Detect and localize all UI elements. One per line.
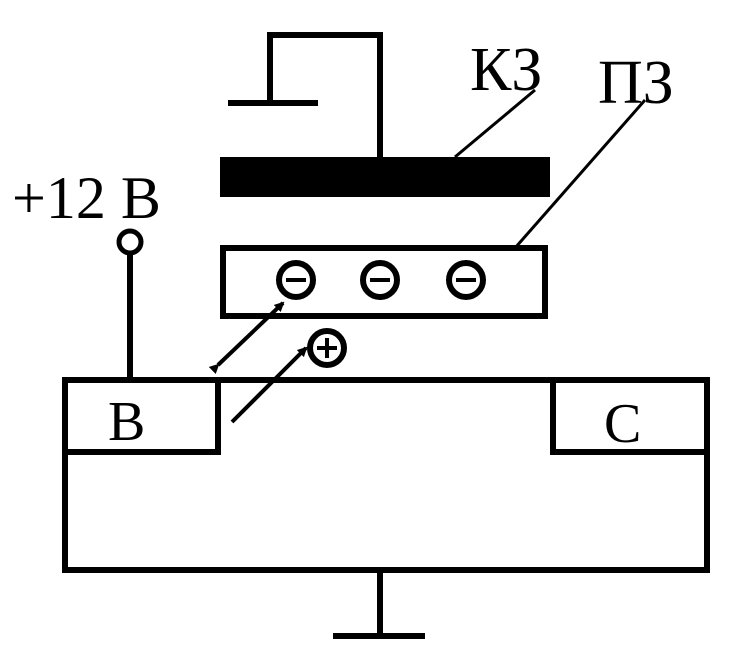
source-region	[65, 380, 221, 455]
electron-tunnel-arrow	[208, 301, 285, 375]
drain-region	[550, 380, 707, 455]
voltage-label: +12 В	[12, 165, 161, 231]
control-gate-plate	[220, 157, 550, 197]
floating-gate-label: ПЗ	[598, 49, 674, 117]
electron-2	[360, 260, 400, 300]
drain-label: С	[604, 393, 641, 455]
hole-tunnel-arrow	[230, 346, 308, 424]
floating-gate-leader-line	[513, 99, 647, 249]
control-gate-label: КЗ	[470, 36, 542, 104]
hole-charge	[307, 328, 347, 368]
substrate	[62, 377, 710, 573]
electron-1	[276, 260, 316, 300]
electron-3	[446, 260, 486, 300]
source-label: В	[108, 391, 145, 453]
control-gate-leader-line	[454, 88, 536, 159]
voltage-terminal	[116, 228, 144, 256]
control-gate-lead	[267, 32, 383, 160]
